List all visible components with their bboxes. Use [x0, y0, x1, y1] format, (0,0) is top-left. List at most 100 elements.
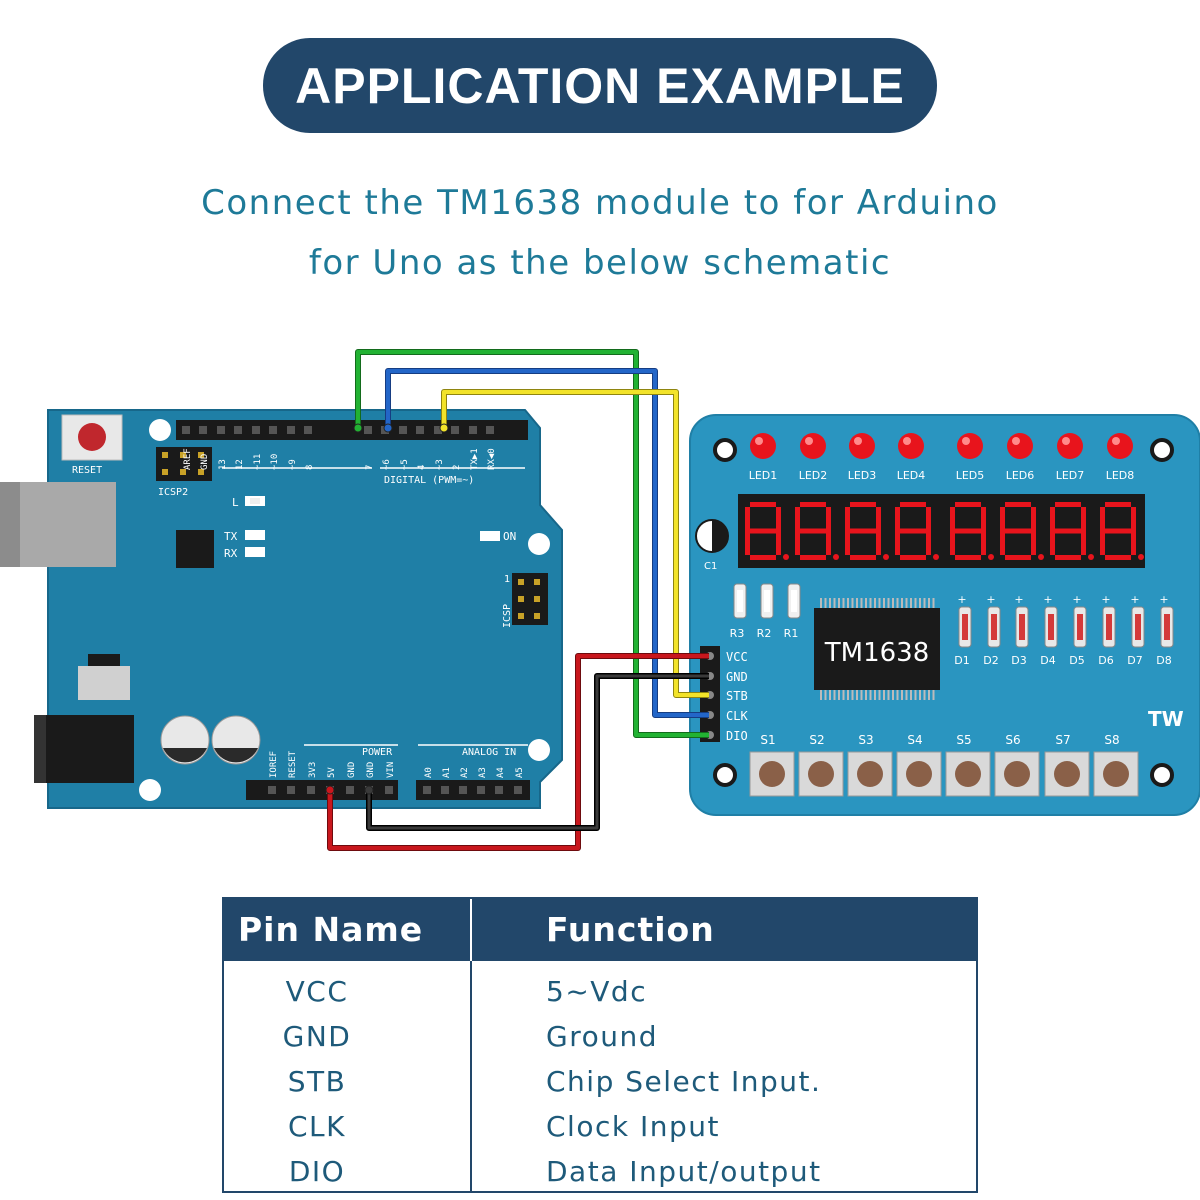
led-4: [898, 433, 924, 459]
wire-gnd: [367, 674, 709, 830]
pin-label: VIN: [386, 762, 396, 778]
power-label: POWER: [362, 747, 393, 758]
diode-label: D1: [954, 654, 969, 667]
chip-pin: [914, 598, 917, 608]
decimal-point: [1038, 554, 1044, 560]
segment: [1050, 507, 1055, 531]
segment: [1105, 502, 1131, 507]
header-pin: [477, 786, 485, 794]
segment: [795, 531, 800, 555]
tm1638-chip: [814, 608, 940, 690]
segment: [1050, 531, 1055, 555]
table-cell-function: Data Input/output: [546, 1155, 822, 1188]
subtitle-line-2: for Uno as the below schematic: [308, 243, 892, 283]
header-pin: [451, 426, 459, 434]
wire-end: [353, 423, 363, 433]
diode-body: [1106, 614, 1112, 640]
chip-pin: [896, 598, 899, 608]
chip-pin: [905, 598, 908, 608]
led-6: [1007, 433, 1033, 459]
chip-pin: [833, 690, 836, 700]
pin-label: GND: [347, 762, 357, 778]
segment: [1005, 555, 1031, 560]
table-cell-pin: VCC: [285, 975, 349, 1008]
pin-label: ~9: [288, 459, 298, 470]
segment: [1131, 531, 1136, 555]
pin-label: ~5: [400, 459, 410, 470]
led-label: LED6: [1006, 469, 1035, 482]
wire-end: [325, 785, 335, 795]
header-pin: [287, 426, 295, 434]
switch-cap: [808, 761, 834, 787]
pin-label: AREF: [183, 448, 193, 470]
decimal-point: [988, 554, 994, 560]
chip-pin: [932, 690, 935, 700]
pin-label: GND: [366, 762, 376, 778]
table-cell-function: Chip Select Input.: [546, 1065, 822, 1098]
power-header: [246, 780, 398, 800]
wiring-schematic: RESET ICSP2 AREFGND1312~11~10~987~6~54~3…: [0, 349, 1200, 851]
header-pin: [346, 786, 354, 794]
switch-cap: [1054, 761, 1080, 787]
resistor-body: [764, 590, 770, 612]
pin-label: ~3: [435, 459, 445, 470]
header-pin: [399, 426, 407, 434]
module-pin-label: CLK: [726, 709, 748, 723]
header-pin: [459, 786, 467, 794]
led-label: LED3: [848, 469, 877, 482]
diode-body: [1164, 614, 1170, 640]
reset-label: RESET: [72, 465, 102, 476]
pin-label: A5: [515, 767, 525, 778]
table-cell-function: 5~Vdc: [546, 975, 648, 1008]
switch-label: S4: [907, 733, 922, 747]
segment: [900, 555, 926, 560]
diode-body: [1019, 614, 1025, 640]
segment: [955, 555, 981, 560]
segment: [795, 507, 800, 531]
chip-pin: [901, 690, 903, 700]
decimal-point: [933, 554, 939, 560]
chip-pin: [883, 690, 885, 700]
segment: [950, 531, 955, 555]
segment: [750, 502, 776, 507]
decimal-point: [833, 554, 839, 560]
chip-pin: [820, 690, 822, 700]
chip-pin: [928, 598, 930, 608]
table-cell-function: Ground: [546, 1020, 658, 1053]
diode-label: D2: [983, 654, 998, 667]
chip-pin: [851, 598, 854, 608]
chip-pin: [856, 690, 858, 700]
digital-header: [176, 420, 528, 440]
chip-pin: [842, 598, 845, 608]
header-pin: [416, 426, 424, 434]
header-pin: [469, 426, 477, 434]
header-pin: [268, 786, 276, 794]
table-header: Pin Name Function: [224, 899, 976, 961]
segment: [745, 531, 750, 555]
decimal-point: [1088, 554, 1094, 560]
table-cell-pin: CLK: [287, 1110, 346, 1143]
diode-polarity: +: [1159, 593, 1168, 606]
chip-pin: [851, 690, 854, 700]
switch-6: [994, 751, 1040, 797]
segment: [1005, 502, 1031, 507]
led-2: [800, 433, 826, 459]
header-pin: [434, 426, 442, 434]
chip-pin: [874, 690, 876, 700]
chip-pin: [923, 598, 926, 608]
switch-label: S8: [1104, 733, 1119, 747]
diode-body: [1048, 614, 1054, 640]
wires: [327, 349, 709, 851]
digital-label: DIGITAL (PWM=~): [384, 475, 474, 486]
segment: [800, 502, 826, 507]
diode-polarity: +: [1072, 593, 1081, 606]
pin-label: A3: [478, 767, 488, 778]
segment: [900, 502, 926, 507]
diode-label: D5: [1069, 654, 1084, 667]
title-banner: APPLICATION EXAMPLE: [263, 38, 937, 133]
wire-end: [364, 785, 374, 795]
segment: [895, 507, 900, 531]
header-pin: [182, 426, 190, 434]
diode-body: [962, 614, 968, 640]
